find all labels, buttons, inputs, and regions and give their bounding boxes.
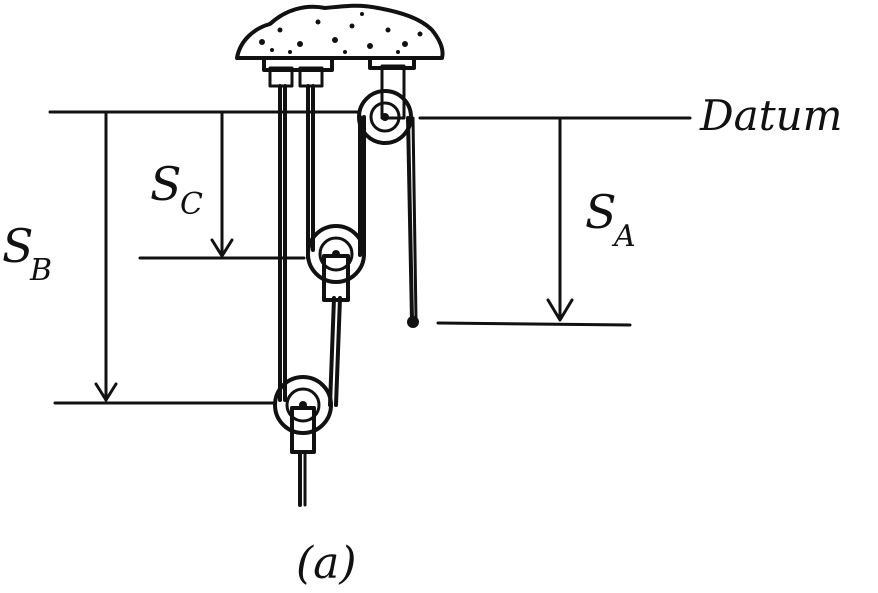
sa-label-main: S: [585, 185, 617, 239]
sa-label: S A: [585, 185, 636, 254]
sc-label: S C: [150, 157, 203, 222]
sb-label-subscript: B: [29, 253, 52, 288]
sb-label: S B: [2, 219, 52, 288]
datum-label: Datum: [699, 91, 842, 140]
bottom-pulley: [273, 375, 333, 507]
top-pulley-mount-right: [368, 56, 416, 120]
rope-end-a: [407, 316, 419, 328]
ceiling-support: [235, 3, 445, 60]
sa-label-subscript: A: [611, 219, 636, 254]
reference-lines: [53, 256, 632, 405]
dimension-arrow-sb: [94, 112, 118, 402]
sb-label-main: S: [2, 219, 34, 273]
figure-caption: (a): [296, 538, 357, 589]
top-pulley-mount-left: [262, 56, 334, 88]
dimension-arrow-sa: [546, 118, 574, 322]
dimension-arrow-sc: [210, 112, 234, 258]
sc-label-main: S: [150, 157, 182, 211]
sc-label-subscript: C: [180, 187, 203, 222]
ropes: [278, 84, 418, 407]
middle-pulley: [306, 224, 366, 302]
